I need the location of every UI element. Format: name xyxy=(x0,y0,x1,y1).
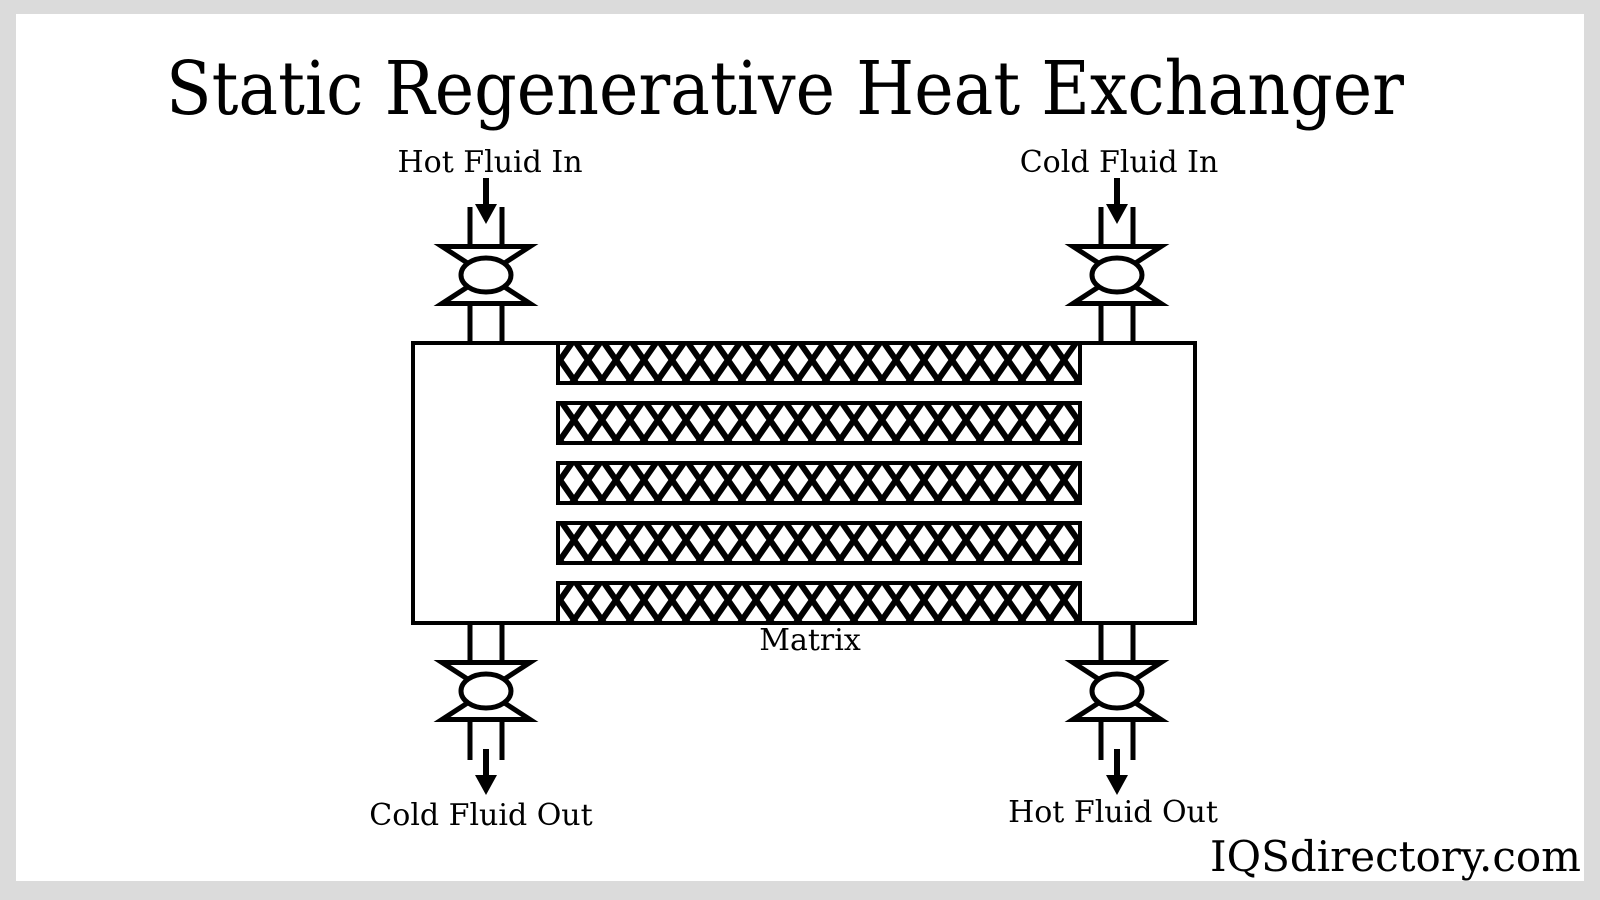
hot-fluid-out-label: Hot Fluid Out xyxy=(1008,795,1218,830)
hot-fluid-in-label: Hot Fluid In xyxy=(397,145,582,180)
cold-outlet-pipe-upper xyxy=(467,623,505,663)
diagram-title: Static Regenerative Heat Exchanger xyxy=(166,46,1404,132)
cold-outlet-pipe-lower xyxy=(467,719,505,760)
hot-outlet-pipe-lower xyxy=(1098,719,1136,760)
hot-outlet-pipe-upper xyxy=(1098,623,1136,663)
matrix-label: Matrix xyxy=(759,623,861,658)
cold-fluid-out-label: Cold Fluid Out xyxy=(369,798,592,833)
hot-inlet-pipe-lower xyxy=(467,303,505,345)
matrix-bar xyxy=(556,401,1082,445)
matrix-bar xyxy=(556,341,1082,385)
matrix-bar xyxy=(556,461,1082,505)
branding-watermark: IQSdirectory.com xyxy=(1210,832,1581,881)
matrix-bars xyxy=(556,341,1082,625)
matrix-bar xyxy=(556,581,1082,625)
matrix-bar xyxy=(556,521,1082,565)
hot-fluid-out-assembly: Hot Fluid Out xyxy=(1008,623,1218,830)
cold-inlet-pipe-lower xyxy=(1098,303,1136,345)
cold-fluid-in-assembly: Cold Fluid In xyxy=(1020,145,1219,345)
hot-fluid-in-assembly: Hot Fluid In xyxy=(397,145,583,345)
hot-inlet-pipe-upper xyxy=(467,207,505,247)
cold-fluid-in-label: Cold Fluid In xyxy=(1020,145,1219,180)
cold-fluid-out-assembly: Cold Fluid Out xyxy=(369,623,593,833)
cold-inlet-pipe-upper xyxy=(1098,207,1136,247)
